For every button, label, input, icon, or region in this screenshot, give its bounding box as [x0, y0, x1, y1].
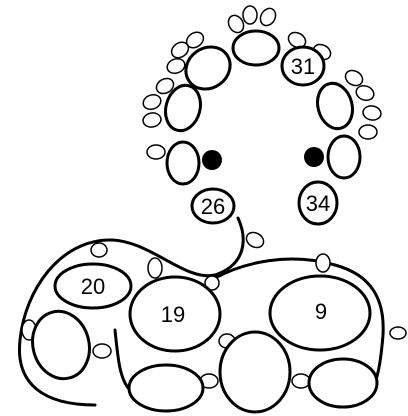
- ring-body-bottom-left: [129, 365, 203, 411]
- ring-head-right-mid: [313, 79, 358, 132]
- picot: [147, 145, 165, 159]
- picot: [141, 92, 163, 111]
- ring-label-19: 19: [161, 302, 185, 327]
- ring-label-20: 20: [81, 274, 105, 299]
- picot: [91, 243, 107, 257]
- picot: [390, 327, 406, 339]
- picot: [142, 112, 162, 129]
- picot: [292, 374, 310, 388]
- ring-body-bottom-right: [309, 359, 377, 407]
- eye-left: [202, 150, 222, 170]
- picot: [165, 56, 187, 75]
- ring-body-bottom-center: [220, 332, 290, 412]
- picot: [359, 125, 377, 139]
- picot: [362, 105, 382, 122]
- ring-label-31: 31: [291, 54, 315, 79]
- picot: [148, 258, 162, 278]
- ring-body-left-low: [25, 305, 97, 385]
- picot: [243, 6, 257, 24]
- picot: [244, 229, 267, 250]
- picot: [316, 254, 330, 272]
- picot: [354, 83, 376, 102]
- ring-label-26: 26: [201, 194, 225, 219]
- picot: [93, 344, 111, 358]
- ring-label-9: 9: [315, 299, 327, 324]
- ring-head-top: [233, 31, 279, 65]
- ring-label-34: 34: [306, 191, 330, 216]
- chain-bottom: [115, 330, 130, 390]
- ring-head-left-low: [167, 142, 199, 184]
- eye-right: [304, 147, 324, 167]
- ring-head-right-low: [328, 136, 360, 178]
- picot: [257, 6, 278, 29]
